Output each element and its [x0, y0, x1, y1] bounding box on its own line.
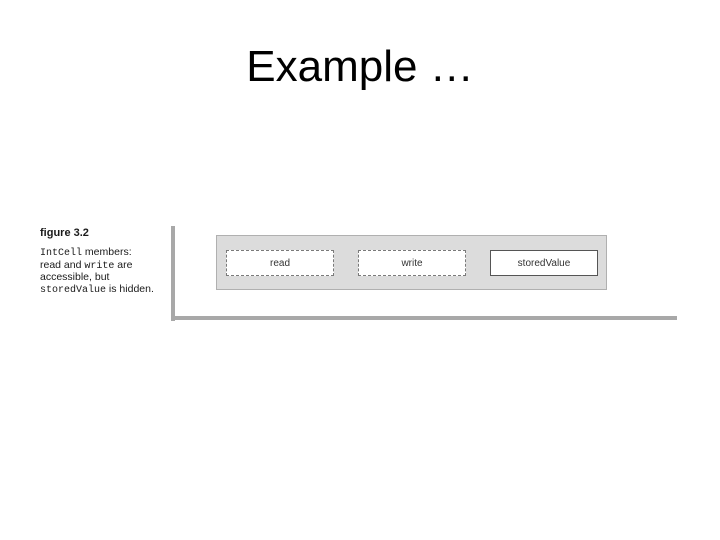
figure-caption: figure 3.2 IntCell members: read and wri…	[40, 226, 166, 296]
intcell-class-diagram: read write storedValue	[216, 235, 607, 290]
figure-frame-bottom	[171, 316, 677, 320]
caption-text-and: and	[61, 258, 85, 271]
figure-caption-text: IntCell members: read and write are acce…	[40, 246, 166, 296]
figure-frame-left	[171, 226, 175, 321]
caption-text-members: members:	[82, 246, 132, 258]
caption-text-read: read	[40, 258, 62, 271]
class-name-code: IntCell	[40, 248, 83, 259]
caption-text-hidden: is hidden.	[106, 282, 154, 295]
member-read: read	[226, 250, 334, 276]
caption-text-accessible: accessible, but	[40, 271, 110, 283]
write-code: write	[84, 260, 115, 272]
figure-label: figure 3.2	[40, 227, 89, 239]
caption-text-are: are	[114, 258, 133, 271]
member-write: write	[358, 250, 466, 276]
member-stored-value: storedValue	[490, 250, 598, 276]
stored-value-code: storedValue	[40, 284, 107, 296]
slide-title: Example …	[246, 42, 474, 91]
